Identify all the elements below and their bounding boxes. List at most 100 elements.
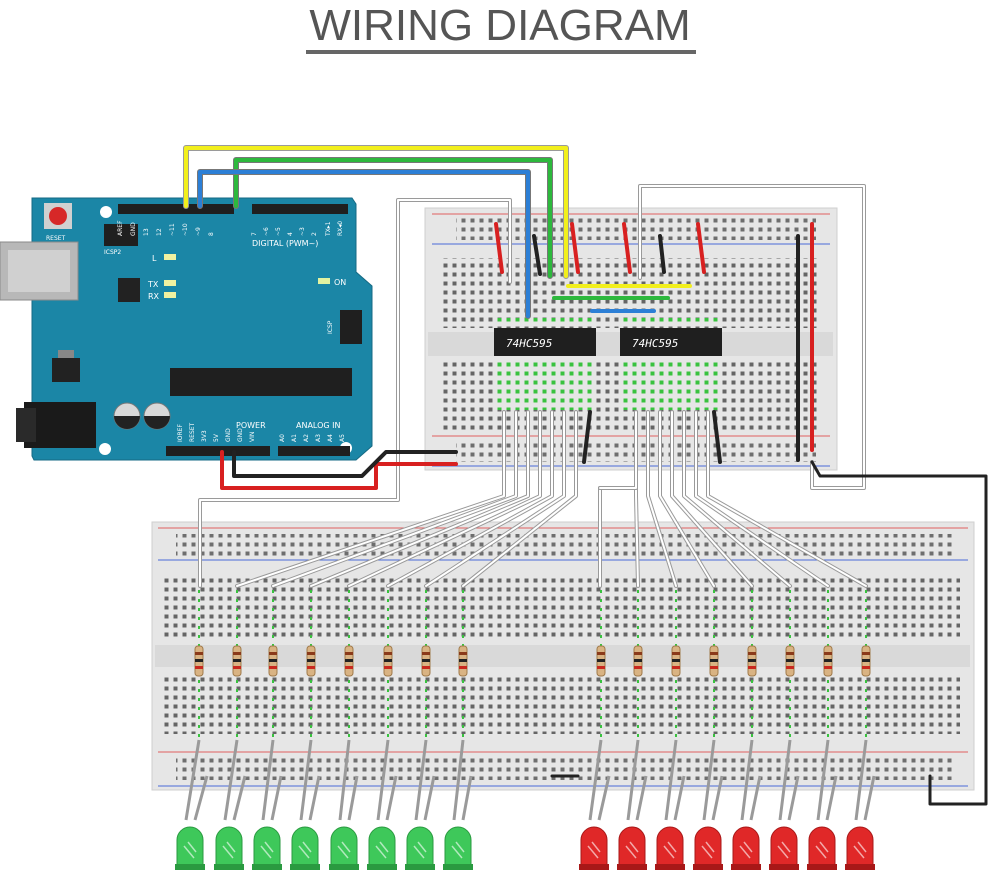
led-highlight (183, 841, 197, 859)
arduino-bottom-pin-label: RESET (189, 422, 196, 442)
resistor-band (459, 666, 467, 669)
resistor-band (307, 652, 315, 655)
resistor-band (459, 659, 467, 662)
led (330, 826, 358, 869)
digital-header-left (118, 204, 234, 214)
resistor-band (862, 666, 870, 669)
signal-wire-core (387, 411, 553, 587)
shift-register-2: 74HC595 (620, 328, 722, 356)
arduino-top-pin-label: 12 (156, 228, 163, 236)
led-highlight (663, 841, 677, 859)
analog-label: ANALOG IN (296, 421, 341, 430)
led-rim (617, 864, 647, 870)
resistor-band (786, 666, 794, 669)
led-rim (693, 864, 723, 870)
reset-label: RESET (46, 235, 66, 242)
led (770, 826, 798, 869)
arduino-top-pin-label: RX◂0 (337, 221, 344, 236)
arduino-bottom-pin-label: IOREF (177, 424, 184, 442)
led-rim (405, 864, 435, 870)
chip-pin-rows (494, 318, 722, 410)
resistor-band (710, 652, 718, 655)
resistor-band (195, 666, 203, 669)
resistor-band (597, 652, 605, 655)
resistor-band (384, 666, 392, 669)
led-highlight (777, 841, 791, 859)
resistor-band (384, 659, 392, 662)
wires (183, 145, 988, 806)
arduino-top-pin-label: 13 (143, 228, 150, 236)
led-lead (347, 775, 359, 821)
arduino-bottom-pin-label: A0 (279, 434, 286, 442)
resistor-band (269, 659, 277, 662)
signal-wire-core (683, 411, 791, 587)
power-header (166, 446, 270, 456)
led-rim (214, 864, 244, 870)
led-rim (290, 864, 320, 870)
resistor-band (672, 659, 680, 662)
voltage-regulator (52, 358, 80, 382)
led-lead (816, 739, 830, 821)
resistor-band (345, 652, 353, 655)
led-lead (184, 739, 201, 821)
resistor-band (786, 652, 794, 655)
signal-wire-core (695, 411, 829, 587)
icsp2-label: ICSP2 (104, 249, 121, 256)
led (732, 826, 760, 869)
chip-2-label: 74HC595 (632, 337, 678, 350)
arduino-bottom-pin-label: GND (237, 428, 244, 442)
signal-wire-core (599, 411, 637, 489)
arduino-bottom-pin-label: GND (225, 428, 232, 442)
led-lead (597, 775, 611, 821)
digital-header-right (252, 204, 348, 214)
led-lead (664, 739, 678, 821)
resistor-band (345, 659, 353, 662)
led-group (175, 826, 875, 870)
arduino-bottom-pin-label: A3 (315, 434, 322, 442)
signal-wire-core (310, 411, 529, 587)
led-lead (854, 739, 868, 821)
resistor-band (824, 652, 832, 655)
led-rim (579, 864, 609, 870)
arduino-top-pin-label: ~9 (195, 227, 202, 236)
led-rim (367, 864, 397, 870)
arduino-top-pin-label: AREF (117, 220, 124, 236)
led-highlight (815, 841, 829, 859)
led-lead (299, 739, 313, 821)
arduino-top-pin-label: TX▸1 (325, 221, 332, 237)
led-highlight (701, 841, 715, 859)
resistor-band (862, 659, 870, 662)
signal-wire-core (659, 411, 715, 587)
arduino-top-pin-label: 2 (311, 232, 318, 236)
signal-wire-core (707, 411, 867, 587)
led-rim (731, 864, 761, 870)
signal-wire-core (272, 411, 517, 587)
resistor-band (307, 659, 315, 662)
resistor-band (233, 652, 241, 655)
resistor-band (710, 659, 718, 662)
arduino-bottom-pin-label: 3V3 (201, 430, 208, 442)
mount-hole (100, 206, 112, 218)
resistor-band (345, 666, 353, 669)
led-lead (778, 739, 792, 821)
arduino-bottom-pin-label: A5 (339, 434, 346, 442)
icsp2-header (104, 224, 138, 246)
arduino-bottom-pin-label: A2 (303, 434, 310, 442)
led-highlight (625, 841, 639, 859)
led-lead (749, 775, 762, 821)
led-lead (270, 775, 283, 821)
led (176, 826, 204, 869)
led-lead-group (184, 739, 876, 821)
resistor-band (597, 666, 605, 669)
led-lead (825, 775, 838, 821)
led-tx-label: TX (147, 280, 159, 289)
led-highlight (298, 841, 312, 859)
resistor-band (269, 666, 277, 669)
led-lead (423, 775, 436, 821)
signal-wire-core (425, 411, 565, 587)
led-highlight (260, 841, 274, 859)
led-rim (845, 864, 875, 870)
led-lead (626, 739, 640, 821)
led-rx-label: RX (148, 292, 160, 301)
